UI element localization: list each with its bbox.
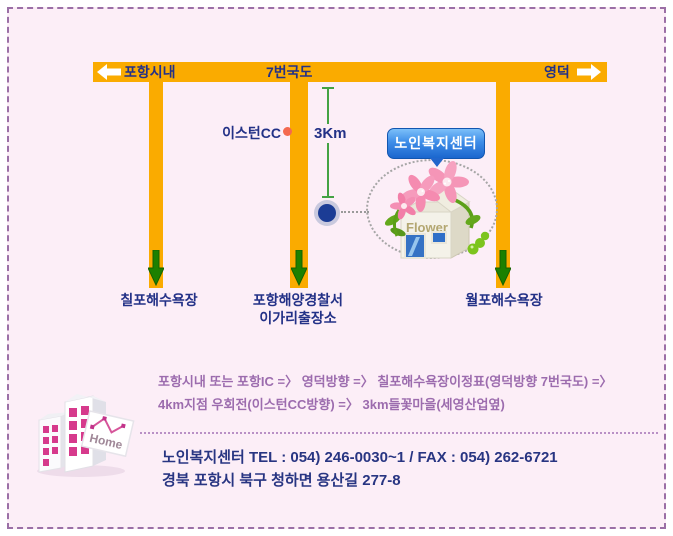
contact-phone: 노인복지센터 TEL : 054) 246-0030~1 / FAX : 054… [162, 449, 558, 466]
road-label-left: 포항시내 [124, 64, 176, 80]
police-label-line1: 포항해양경찰서 [252, 292, 344, 308]
beach-label-left: 칠포해수욕장 [120, 292, 198, 308]
road-label-highway: 7번국도 [266, 64, 313, 80]
branch-road-center [290, 82, 308, 288]
dotted-divider [140, 432, 658, 434]
down-arrow-icon [494, 249, 512, 287]
location-dot-icon [318, 204, 336, 222]
distance-label: 3Km [312, 124, 349, 143]
left-arrow-icon [97, 64, 121, 85]
branch-road-left [149, 82, 163, 288]
flower-shop-illustration: Flower [384, 160, 495, 270]
branch-road-right [496, 82, 510, 288]
golf-club-label: 이스턴CC [222, 125, 281, 141]
center-name-bubble: 노인복지센터 [387, 128, 485, 159]
police-label-line2: 이가리출장소 [259, 310, 337, 326]
highway-road [93, 62, 607, 82]
contact-address: 경북 포항시 북구 청하면 용산길 277-8 [162, 472, 401, 489]
down-arrow-icon [147, 249, 165, 287]
distance-measure-cap-bottom [322, 196, 334, 198]
beach-label-right: 월포해수욕장 [465, 292, 543, 308]
golf-club-dot-icon [283, 127, 292, 136]
directions-line2: 4km지점 우회전(이스턴CC방향) =〉 3km들꽃마을(세영산업옆) [158, 397, 505, 412]
right-arrow-icon [577, 64, 601, 85]
down-arrow-icon [290, 249, 308, 287]
buildings-icon: Home [33, 384, 135, 483]
distance-measure-cap-top [322, 87, 334, 89]
bubble-pointer [430, 158, 444, 167]
dotted-connector-line [341, 211, 369, 213]
directions-line1: 포항시내 또는 포항IC =〉 영덕방향 =〉 칠포해수욕장이정표(영덕방향 7… [158, 374, 613, 389]
road-label-right: 영덕 [544, 64, 570, 80]
